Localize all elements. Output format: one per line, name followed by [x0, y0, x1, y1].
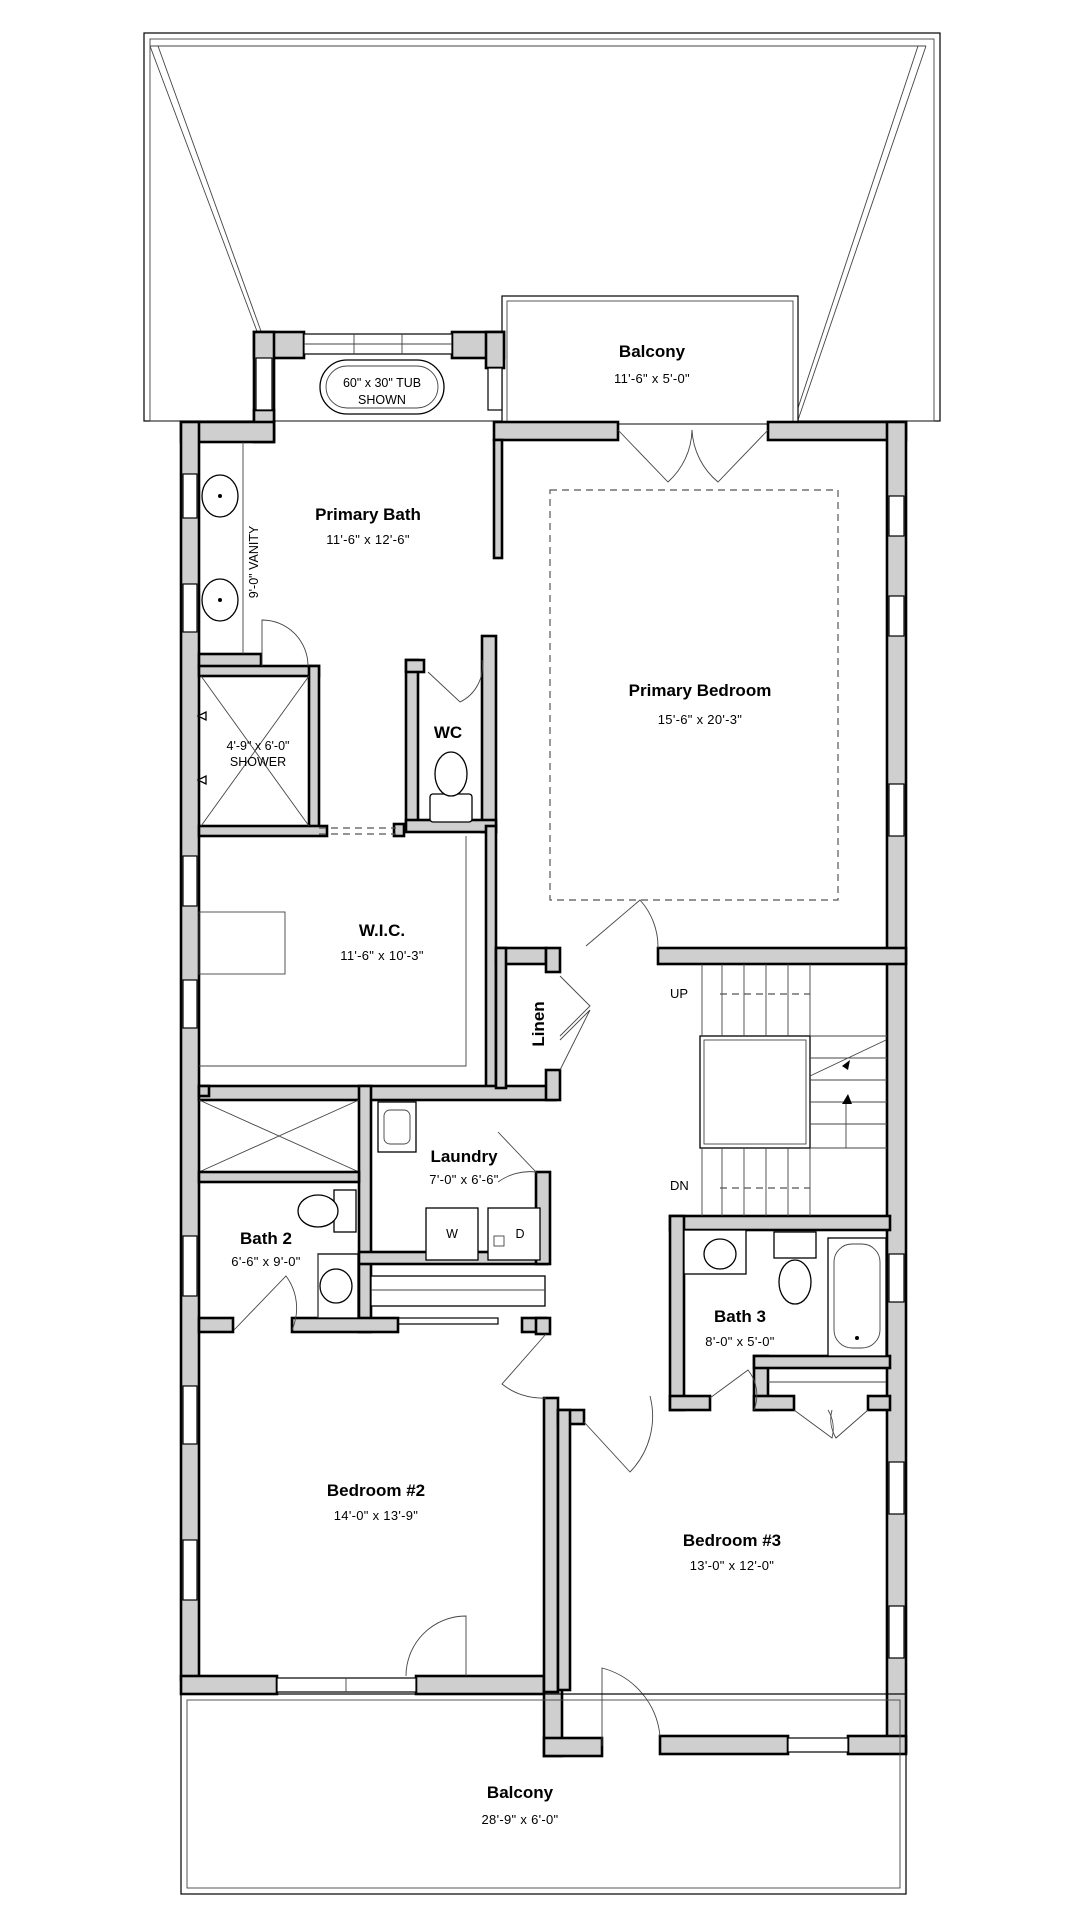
wic-name: W.I.C. — [359, 921, 405, 940]
windows — [182, 333, 905, 1753]
primary-bedroom-name: Primary Bedroom — [629, 681, 772, 700]
tub-label-line1: 60" x 30" TUB — [343, 376, 421, 390]
balcony-french-doors — [617, 429, 769, 483]
bath3-name: Bath 3 — [714, 1307, 766, 1326]
balcony-bottom-name: Balcony — [487, 1783, 554, 1802]
washer-label: W — [446, 1227, 458, 1241]
bedroom2-name: Bedroom #2 — [327, 1481, 425, 1500]
laundry-dims: 7'-0" x 6'-6" — [429, 1172, 498, 1187]
bath2-dims: 6'-6" x 9'-0" — [231, 1254, 300, 1269]
tray-ceiling-outline — [549, 489, 839, 901]
fixtures — [196, 359, 887, 1383]
balcony-bottom-dims: 28'-9" x 6'-0" — [482, 1812, 559, 1827]
staircase — [699, 964, 887, 1216]
dryer-label: D — [515, 1227, 524, 1241]
wc-name: WC — [434, 723, 462, 742]
tub-label-line2: SHOWN — [358, 393, 406, 407]
laundry-name: Laundry — [430, 1147, 498, 1166]
exterior-walls — [179, 330, 908, 1758]
shower-dims: 4'-9" x 6'-0" — [227, 739, 290, 753]
primary-bath-dims: 11'-6" x 12'-6" — [326, 532, 410, 547]
bedroom3-name: Bedroom #3 — [683, 1531, 781, 1550]
vanity-label: 9'-0" VANITY — [247, 525, 261, 598]
shower-label: SHOWER — [230, 755, 286, 769]
primary-bath-name: Primary Bath — [315, 505, 421, 524]
wic-dims: 11'-6" x 10'-3" — [340, 948, 424, 963]
balcony-bottom-outline — [180, 1693, 907, 1895]
balcony-top-outline — [501, 295, 799, 425]
doors — [233, 619, 869, 1746]
primary-bedroom-dims: 15'-6" x 20'-3" — [658, 712, 743, 727]
stair-up-label: UP — [670, 986, 688, 1001]
bedroom3-dims: 13'-0" x 12'-0" — [690, 1558, 775, 1573]
bath2-name: Bath 2 — [240, 1229, 292, 1248]
balcony-top-name: Balcony — [619, 342, 686, 361]
balcony-top-dims: 11'-6" x 5'-0" — [614, 371, 690, 386]
interior-walls — [197, 438, 908, 1694]
bedroom2-dims: 14'-0" x 13'-9" — [334, 1508, 419, 1523]
bath3-dims: 8'-0" x 5'-0" — [705, 1334, 774, 1349]
stair-down-label: DN — [670, 1178, 689, 1193]
linen-name: Linen — [529, 1001, 548, 1046]
